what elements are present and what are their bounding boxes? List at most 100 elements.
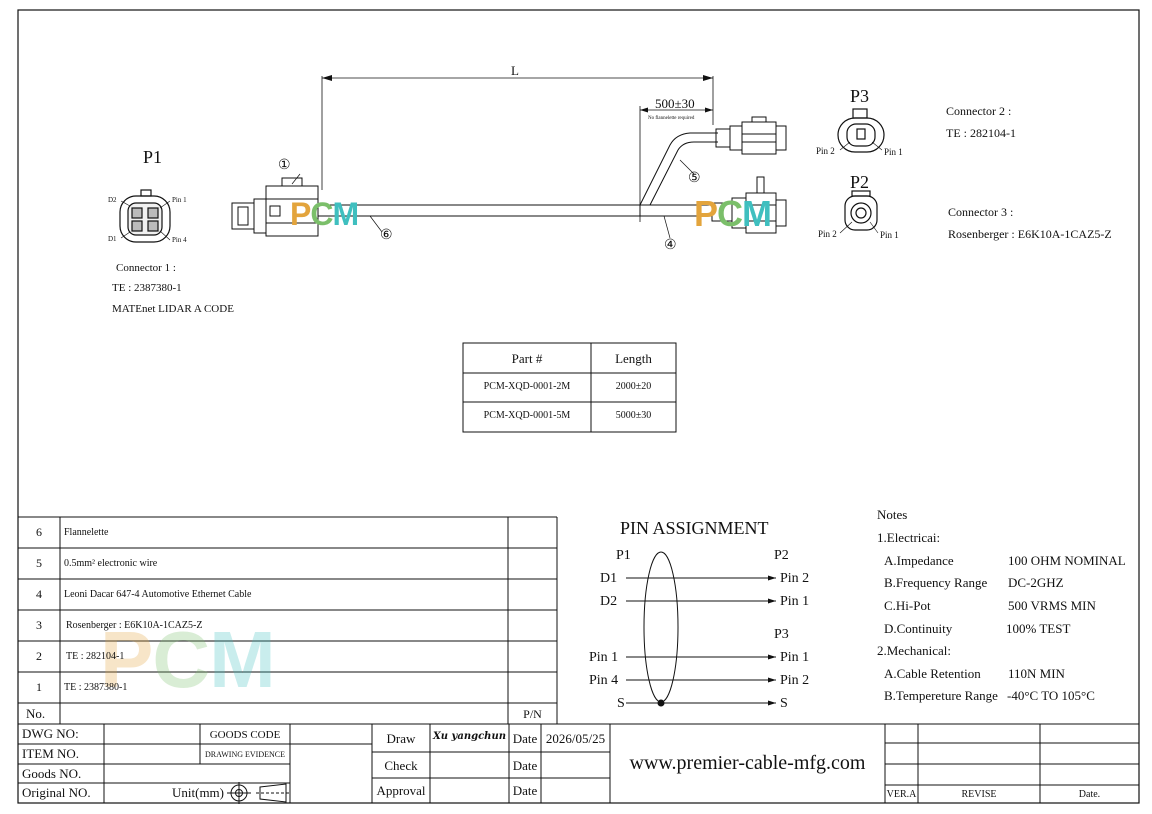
- length-table-header-length: Length: [615, 351, 652, 366]
- note-key: C.Hi-Pot: [884, 598, 931, 613]
- bom-no: 6: [36, 525, 42, 539]
- note-key: D.Continuity: [884, 621, 953, 636]
- item-no-label: ITEM NO.: [22, 746, 80, 761]
- connector-2-drawing: [715, 116, 787, 155]
- bom-header-pn: P/N: [523, 707, 542, 721]
- watermark-c: C: [310, 196, 333, 232]
- version-label: VER.A: [886, 789, 917, 800]
- shield-node: [657, 699, 665, 707]
- title-block-grid: [18, 724, 1139, 803]
- connector-1-title: Connector 1 :: [116, 262, 176, 274]
- p1-face: [119, 189, 171, 243]
- connector-2-title: Connector 2 :: [946, 104, 1012, 118]
- goods-no-label: Goods NO.: [22, 766, 82, 781]
- p1-pin-d2: D2: [108, 196, 117, 204]
- drawing-evidence-label: DRAWING EVIDENCE: [204, 750, 285, 759]
- length-table-cell: PCM-XQD-0001-2M: [483, 381, 571, 392]
- bom-no: 5: [36, 556, 42, 570]
- p3-label: P3: [850, 86, 870, 106]
- projection-symbol: [227, 782, 290, 804]
- note-value: -40°C TO 105°C: [1007, 688, 1095, 703]
- pin-right: Pin 2: [780, 673, 810, 688]
- bom-desc: Rosenberger : E6K10A-1CAZ5-Z: [66, 620, 203, 631]
- watermark-p: P: [100, 615, 153, 704]
- watermark-c: C: [152, 615, 210, 704]
- connector-3-drawing: [711, 176, 787, 234]
- bom-no: 3: [36, 618, 42, 632]
- no-flannelette-note: No flannelette required: [648, 116, 695, 121]
- bom-grid: [18, 516, 1139, 725]
- connector-2-part: TE : 282104-1: [946, 126, 1016, 140]
- p1-pin-1: Pin 1: [172, 196, 187, 204]
- draw-label: Draw: [386, 731, 416, 746]
- dim-label-L: L: [511, 63, 519, 78]
- check-label: Check: [384, 758, 418, 773]
- date-label: Date: [512, 758, 538, 773]
- callout-5: ⑤: [688, 171, 701, 186]
- note-key: B.Frequency Range: [884, 575, 988, 590]
- callout-4: ④: [664, 238, 677, 253]
- bom-desc: 0.5mm² electronic wire: [64, 558, 158, 569]
- p3-face: [837, 108, 885, 153]
- p1-label: P1: [143, 147, 163, 167]
- watermark-p: P: [290, 196, 311, 232]
- p2-pin-1: Pin 1: [880, 230, 899, 240]
- p3-pin-1: Pin 1: [884, 147, 903, 157]
- pin-left: Pin 4: [589, 673, 619, 688]
- watermark-right: PCM: [694, 193, 772, 234]
- note-value: DC-2GHZ: [1008, 575, 1064, 590]
- note-value: 110N MIN: [1008, 666, 1065, 681]
- pin-assignment-title: PIN ASSIGNMENT: [620, 518, 769, 538]
- p3-pin-2: Pin 2: [816, 146, 835, 156]
- bom-header-no: No.: [26, 706, 46, 721]
- company-website: www.premier-cable-mfg.com: [629, 752, 866, 774]
- date-label: Date: [512, 783, 538, 798]
- p1-pin-d1: D1: [108, 235, 117, 243]
- watermark-p: P: [694, 193, 718, 234]
- bom-no: 4: [36, 587, 42, 601]
- connector-1-drawing: [231, 177, 319, 237]
- bom-no: 2: [36, 649, 42, 663]
- pin-left: S: [617, 696, 625, 711]
- pin-right: Pin 2: [780, 571, 810, 586]
- callout-1: ①: [278, 158, 291, 173]
- note-key: A.Impedance: [884, 553, 954, 568]
- pin-left: D2: [600, 594, 618, 609]
- bom-desc: TE : 282104-1: [66, 651, 125, 662]
- note-key: A.Cable Retention: [884, 666, 981, 681]
- p2-label: P2: [850, 172, 870, 192]
- watermark-left: PCM: [290, 196, 359, 232]
- watermark-c: C: [717, 193, 743, 234]
- p2-pin-2: Pin 2: [818, 229, 837, 239]
- p1-pin-4: Pin 4: [172, 236, 187, 244]
- bom-desc: Flannelette: [64, 527, 109, 538]
- notes-mechanical-title: 2.Mechanical:: [877, 643, 951, 658]
- pin-right: S: [780, 696, 788, 711]
- pin-left-header: P1: [616, 548, 631, 563]
- note-key: B.Tempereture Range: [884, 688, 998, 703]
- connector-1-code: MATEnet LIDAR A CODE: [112, 303, 234, 315]
- note-value: 100 OHM NOMINAL: [1008, 553, 1126, 568]
- watermark-bom: PCM: [100, 615, 276, 704]
- pin-assignment-lines: [626, 551, 776, 704]
- watermark-m: M: [742, 193, 772, 234]
- note-value: 100% TEST: [1006, 621, 1071, 636]
- bom-desc: TE : 2387380-1: [64, 682, 128, 693]
- pin-right-header-p2: P2: [774, 548, 789, 563]
- original-no-label: Original NO.: [22, 785, 91, 800]
- draw-date-value: 2026/05/25: [545, 731, 606, 746]
- date-column-label: Date.: [1078, 789, 1101, 800]
- bom-desc: Leoni Dacar 647-4 Automotive Ethernet Ca…: [64, 589, 252, 600]
- p2-face: [839, 190, 879, 234]
- watermark-m: M: [332, 196, 359, 232]
- drawer-signature: Xu yangchun: [433, 731, 506, 742]
- revise-label: REVISE: [961, 789, 997, 800]
- pin-right-header-p3: P3: [774, 627, 789, 642]
- length-table-cell: 2000±20: [615, 381, 652, 392]
- notes-electrical-title: 1.Electricai:: [877, 530, 941, 545]
- callout-6: ⑥: [380, 228, 393, 243]
- pin-left: D1: [600, 571, 618, 586]
- note-value: 500 VRMS MIN: [1008, 598, 1096, 613]
